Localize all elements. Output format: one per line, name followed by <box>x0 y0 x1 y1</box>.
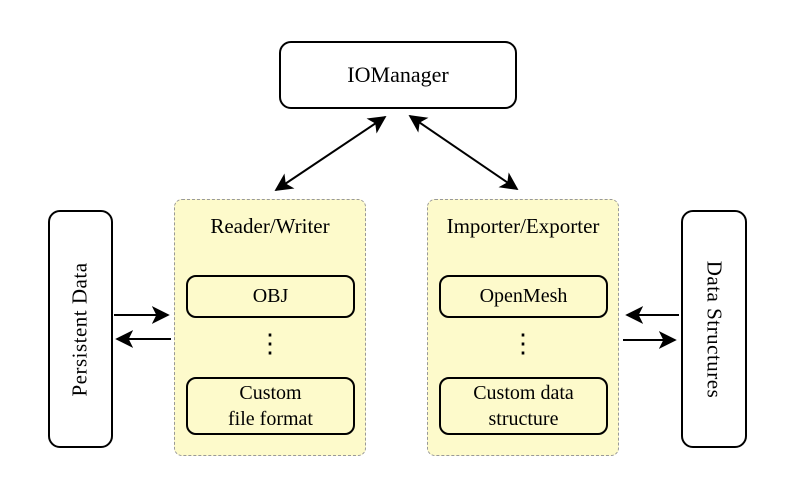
ellipsis-reader-writer: ⋮ <box>257 329 283 358</box>
box-custom-file-format-label: Custom file format <box>228 382 313 430</box>
node-iomanager: IOManager <box>279 41 517 109</box>
node-iomanager-label: IOManager <box>347 62 449 87</box>
box-openmesh-label: OpenMesh <box>479 285 568 307</box>
box-openmesh: OpenMesh <box>439 275 608 318</box>
box-obj: OBJ <box>186 275 355 318</box>
arrow-iomanager-importer-exporter <box>408 114 519 191</box>
node-data-structures: Data Structures <box>681 210 747 448</box>
group-reader-writer: Reader/Writer OBJ ⋮ Custom file format <box>174 199 366 456</box>
group-reader-writer-title: Reader/Writer <box>210 214 330 238</box>
arrow-iomanager-reader-writer <box>274 115 387 192</box>
node-persistent-data-label: Persistent Data <box>68 261 92 397</box>
box-custom-data-structure: Custom data structure <box>439 377 608 435</box>
box-custom-data-structure-label: Custom data structure <box>473 382 574 430</box>
group-importer-exporter: Importer/Exporter OpenMesh ⋮ Custom data… <box>427 199 619 456</box>
box-custom-file-format: Custom file format <box>186 377 355 435</box>
ellipsis-importer-exporter: ⋮ <box>510 329 536 358</box>
node-data-structures-label: Data Structures <box>702 260 727 398</box>
box-obj-label: OBJ <box>252 285 289 307</box>
group-importer-exporter-title: Importer/Exporter <box>446 214 600 238</box>
node-persistent-data: Persistent Data <box>48 210 113 448</box>
